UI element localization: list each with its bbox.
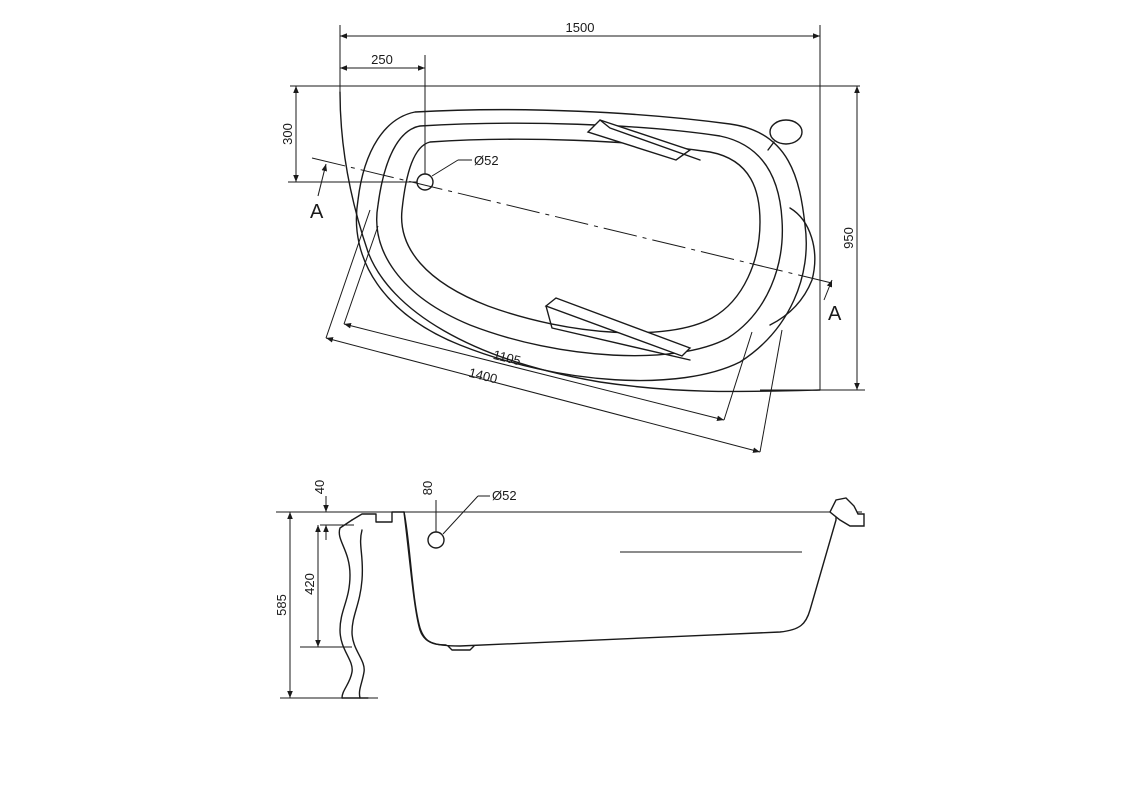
section-arrow-right [823, 279, 833, 301]
section-arrow-left [317, 163, 328, 197]
drain-leader [431, 159, 459, 177]
dim-label-1105: 1105 [492, 347, 523, 368]
tub-body-outline [403, 511, 837, 647]
headrest-ridge [599, 119, 701, 161]
dim-label-950: 950 [841, 227, 856, 249]
dim-label-1400: 1400 [467, 365, 499, 387]
section-label-right: A [828, 303, 842, 325]
overflow-stem [767, 141, 775, 151]
headrest-side-profile [829, 497, 865, 527]
panel-leg-inner [351, 529, 365, 699]
side-view: 40 420 585 80 Ø52 [274, 480, 865, 699]
frame-right-outer [759, 329, 783, 453]
headrest [586, 119, 692, 161]
overflow-leader [442, 495, 479, 535]
frame-left-outer [325, 209, 371, 339]
frame-right-inner [723, 331, 753, 421]
dim-label-80: 80 [420, 481, 435, 495]
dim-label-1500: 1500 [566, 20, 595, 35]
bath-basin-floor [400, 138, 761, 334]
dim-label-300: 300 [280, 123, 295, 145]
dim-line-1400 [325, 337, 761, 453]
bath-shell-outline [355, 108, 807, 382]
bath-outer-rim [339, 91, 821, 393]
panel-leg-outer [338, 519, 353, 699]
bath-inner-basin [376, 122, 784, 357]
dim-label-40: 40 [312, 480, 327, 494]
overflow-fitting [769, 119, 803, 145]
section-line-a-a [311, 157, 837, 285]
overflow-diameter-label: Ø52 [492, 488, 517, 503]
rim-bump [769, 207, 816, 326]
dim-label-420: 420 [302, 573, 317, 595]
drain-circle [416, 173, 434, 191]
plan-view: 1500 250 300 950 [280, 20, 865, 453]
front-panel-profile [351, 511, 447, 646]
frame-left-inner [343, 225, 379, 325]
overflow-circle [427, 531, 445, 549]
dim-line-1105 [343, 322, 725, 422]
dim-label-250: 250 [371, 52, 393, 67]
dim-label-585: 585 [274, 594, 289, 616]
section-label-left: A [310, 201, 324, 223]
tub-bottom-line [447, 645, 475, 651]
drain-diameter-label: Ø52 [474, 153, 499, 168]
